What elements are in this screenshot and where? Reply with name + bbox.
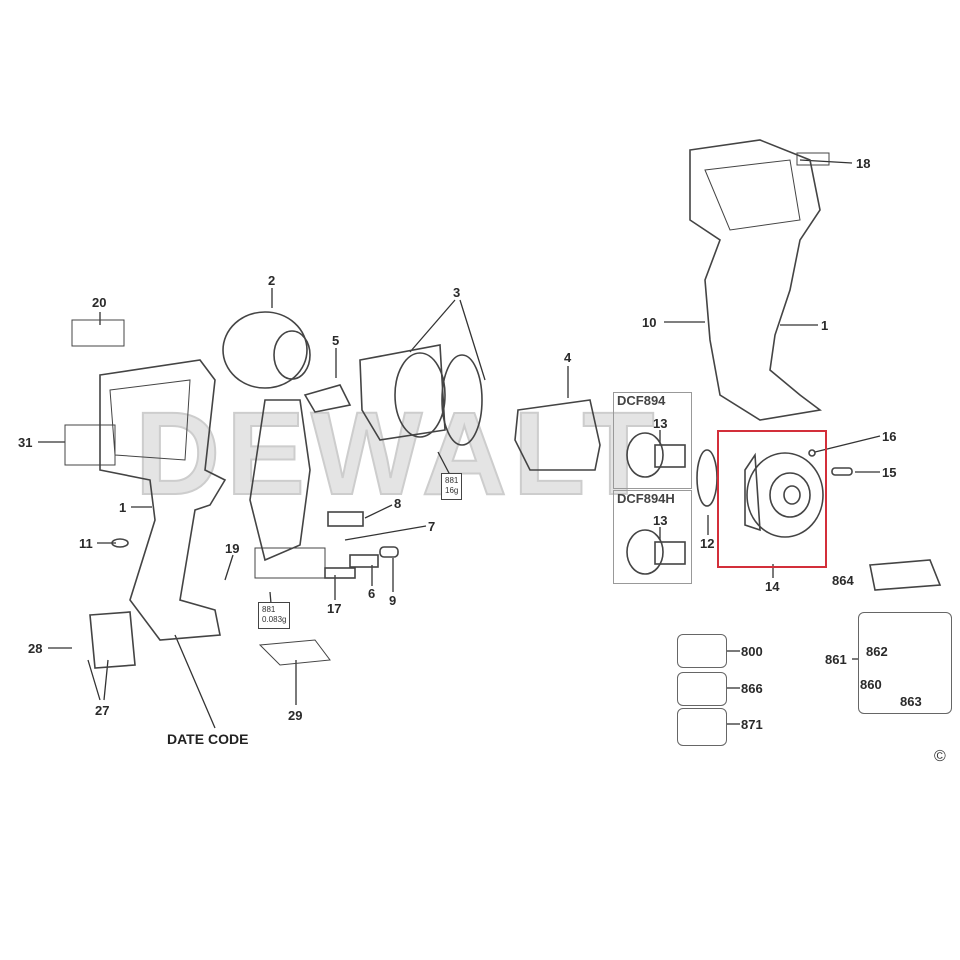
model-box-dcf894 — [613, 392, 692, 489]
accessory-866 — [677, 672, 727, 706]
model-box-dcf894h — [613, 490, 692, 584]
tag-code: 881 — [445, 476, 459, 485]
callout: 20 — [92, 295, 107, 310]
accessory-861 — [858, 612, 952, 714]
callout: 9 — [389, 593, 397, 608]
watermark: DEWALT — [134, 388, 661, 520]
callout: 28 — [28, 641, 43, 656]
callout: 862 — [866, 644, 888, 659]
callout: 4 — [564, 350, 572, 365]
callout: 7 — [428, 519, 436, 534]
hammer — [514, 399, 601, 471]
date-code-label: DATE CODE — [167, 731, 249, 747]
callout: 866 — [741, 681, 763, 696]
leader-lines — [38, 159, 906, 729]
callout: 18 — [856, 156, 871, 171]
callout: 17 — [327, 601, 342, 616]
tag-weight: 16g — [445, 486, 459, 496]
callout: 15 — [882, 465, 897, 480]
callout: 871 — [741, 717, 763, 732]
callout: 800 — [741, 644, 763, 659]
callout: 864 — [832, 573, 854, 588]
callout: 8 — [394, 496, 402, 511]
callout: 13 — [653, 513, 668, 528]
callout: 863 — [900, 694, 922, 709]
callout: 1 — [119, 500, 127, 515]
anvil-assembly — [746, 452, 824, 538]
housing-half-right — [689, 139, 822, 421]
callout: 14 — [765, 579, 780, 594]
accessory-800 — [677, 634, 727, 668]
callout: 1 — [821, 318, 829, 333]
motor — [222, 311, 308, 389]
copyright-mark: © — [934, 748, 946, 765]
callout: 11 — [79, 536, 93, 551]
callout: 10 — [642, 315, 657, 330]
accessory-871 — [677, 708, 727, 746]
tag-weight: 0.083g — [262, 615, 287, 625]
o-ring — [441, 354, 483, 446]
model-label: DCF894 — [617, 393, 666, 408]
callout: 12 — [700, 536, 715, 551]
callout: 19 — [225, 541, 240, 556]
callout: 860 — [860, 677, 882, 692]
callout: 3 — [453, 285, 461, 300]
callout: 5 — [332, 333, 340, 348]
callout: 6 — [368, 586, 376, 601]
callout: 27 — [95, 703, 110, 718]
callout: 29 — [288, 708, 303, 723]
callout: 2 — [268, 273, 276, 288]
washer — [696, 449, 718, 507]
model-label: DCF894H — [617, 491, 675, 506]
callout: 16 — [882, 429, 897, 444]
highlight-box — [717, 430, 827, 568]
callout: 13 — [653, 416, 668, 431]
callout: 861 — [825, 652, 847, 667]
belt-hook — [869, 559, 942, 591]
housing-half-left — [99, 359, 227, 641]
tag-code: 881 — [262, 605, 276, 614]
callout: 31 — [18, 435, 33, 450]
